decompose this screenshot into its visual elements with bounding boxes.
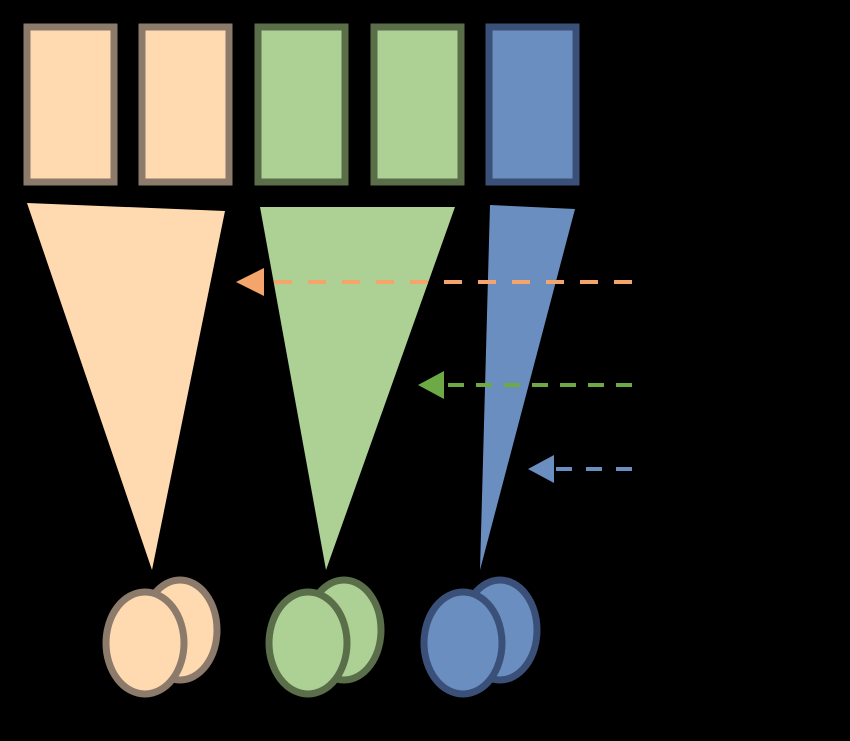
box-row xyxy=(23,23,580,186)
green-box-2 xyxy=(370,23,465,186)
orange-box-2 xyxy=(138,23,233,186)
orange-overlapping-ovals-icon xyxy=(102,576,221,698)
blue-dashed-arrow-left-icon xyxy=(528,455,632,483)
funnel-row xyxy=(27,203,575,570)
blue-box xyxy=(485,23,580,186)
blue-funnel xyxy=(480,205,575,570)
green-box-1 xyxy=(254,23,349,186)
blue-overlapping-ovals-icon xyxy=(420,576,541,698)
orange-funnel xyxy=(27,203,225,570)
orange-box-1 xyxy=(23,23,118,186)
orange-dashed-arrow-left-icon xyxy=(236,268,632,296)
green-funnel xyxy=(260,207,455,570)
green-overlapping-ovals-icon xyxy=(265,576,385,698)
green-dashed-arrow-left-icon xyxy=(418,371,632,399)
